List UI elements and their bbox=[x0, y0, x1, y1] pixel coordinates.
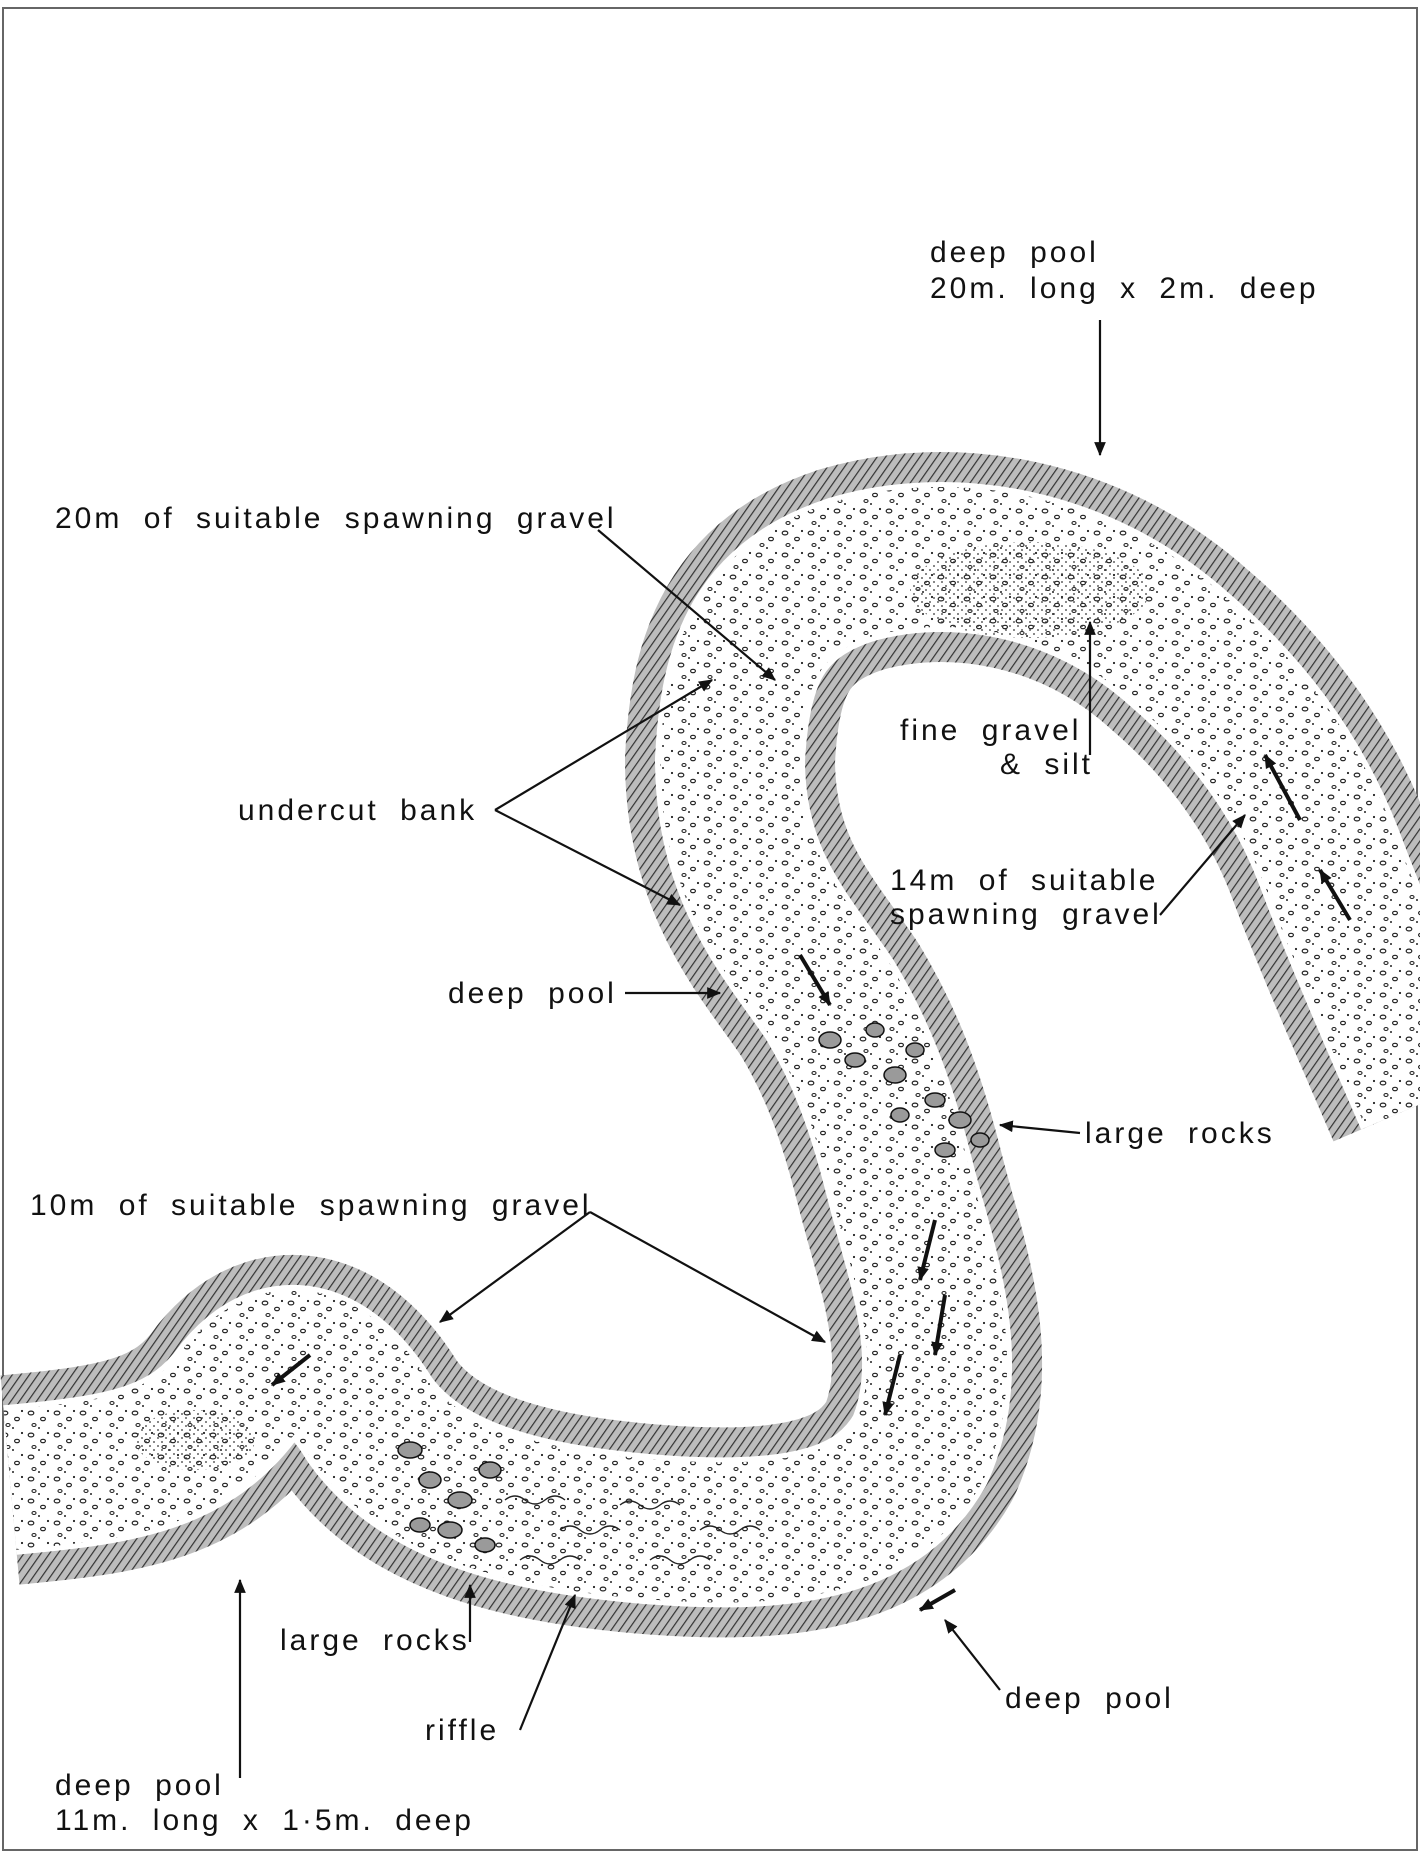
label-deep-pool-bottom: deep pool bbox=[55, 1769, 224, 1802]
label-deep-pool-mid: deep pool bbox=[448, 977, 617, 1010]
label-spawning-gravel-10m: 10m of suitable spawning gravel bbox=[30, 1189, 592, 1222]
arrow-spawning-10m-b bbox=[590, 1212, 825, 1342]
label-spawning-gravel-14m: 14m of suitable bbox=[890, 864, 1158, 897]
stream-edge bbox=[10, 557, 1420, 1532]
silt-zone-left bbox=[135, 1410, 255, 1470]
flow-arrow bbox=[920, 1590, 955, 1610]
label-large-rocks-right: large rocks bbox=[1085, 1117, 1275, 1150]
label-riffle: riffle bbox=[425, 1714, 499, 1747]
label-deep-pool-top: deep pool bbox=[930, 236, 1099, 269]
label-silt: & silt bbox=[1000, 748, 1093, 781]
label-large-rocks-bottom: large rocks bbox=[280, 1624, 470, 1657]
label-undercut-bank: undercut bank bbox=[238, 794, 477, 827]
label-spawning-gravel-14m-line2: spawning gravel bbox=[890, 898, 1162, 931]
label-deep-pool-top-dimensions: 20m. long x 2m. deep bbox=[930, 272, 1319, 305]
silt-zone-top bbox=[910, 542, 1150, 638]
arrow-large-rocks-right bbox=[1000, 1125, 1080, 1133]
label-deep-pool-bottom-dimensions: 11m. long x 1·5m. deep bbox=[55, 1804, 474, 1837]
label-spawning-gravel-20m: 20m of suitable spawning gravel bbox=[55, 502, 617, 535]
stream-channel bbox=[10, 557, 1420, 1532]
arrow-spawning-10m-a bbox=[440, 1212, 590, 1322]
arrow-deep-pool-bottom-right bbox=[945, 1620, 1000, 1690]
label-deep-pool-bottom-right: deep pool bbox=[1005, 1682, 1174, 1715]
label-fine-gravel: fine gravel bbox=[900, 714, 1081, 747]
